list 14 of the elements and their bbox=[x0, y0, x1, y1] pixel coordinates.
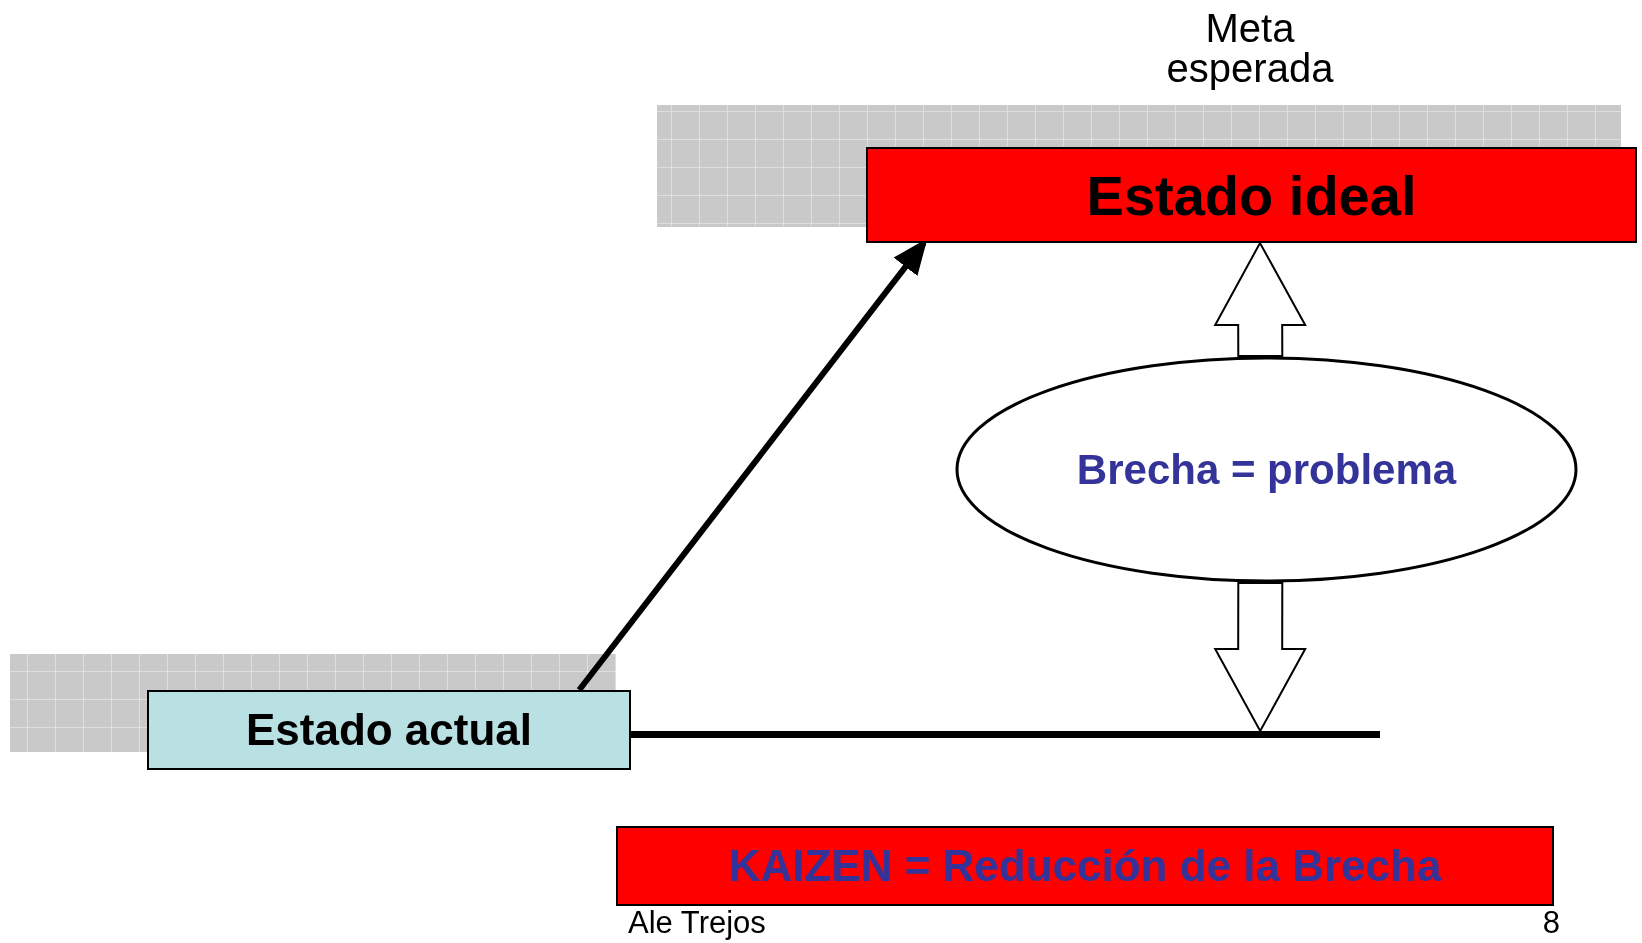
block-arrow bbox=[1213, 582, 1307, 734]
goal-label: Meta esperada bbox=[1165, 8, 1335, 88]
node-label: KAIZEN = Reducción de la Brecha bbox=[728, 841, 1442, 891]
author-label: Ale Trejos bbox=[628, 905, 767, 941]
node-label: Brecha = problema bbox=[1076, 445, 1457, 494]
node-label: Estado actual bbox=[245, 705, 533, 755]
process-box bbox=[866, 147, 1637, 243]
block-arrow bbox=[1213, 240, 1307, 358]
page-number: 8 bbox=[1541, 905, 1560, 941]
ellipse bbox=[955, 356, 1578, 583]
baseline-bar bbox=[631, 731, 1380, 738]
node-label: Estado ideal bbox=[1086, 162, 1417, 228]
process-box bbox=[147, 690, 631, 770]
banner-box bbox=[616, 826, 1554, 906]
